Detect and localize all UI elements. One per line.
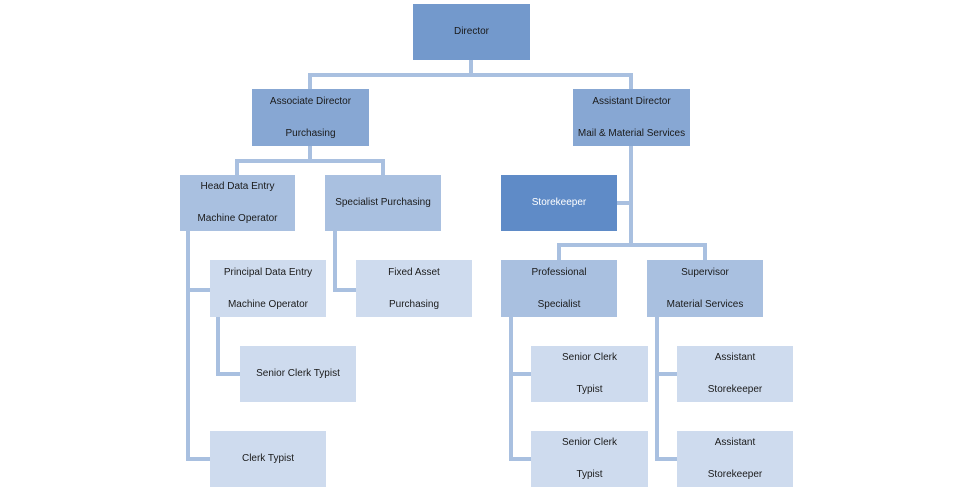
node-clerk-typist[interactable]: Clerk Typist [210, 431, 326, 487]
node-assistant-storekeeper-1[interactable]: Assistant Storekeeper [677, 346, 793, 402]
node-principal-data-entry[interactable]: Principal Data Entry Machine Operator [210, 260, 326, 317]
node-label: Machine Operator [197, 213, 278, 224]
node-label: Storekeeper [531, 197, 587, 208]
node-supervisor-material-services[interactable]: Supervisor Material Services [647, 260, 763, 317]
node-label: Director [453, 26, 489, 37]
node-label: Storekeeper [707, 469, 763, 480]
node-label: Head Data Entry [200, 181, 275, 192]
node-label: Supervisor [681, 266, 729, 278]
node-label: Principal Data Entry [223, 266, 313, 278]
node-label: Purchasing [388, 298, 440, 310]
node-label: Machine Operator [227, 298, 309, 310]
node-fixed-asset-purchasing[interactable]: Fixed Asset Purchasing [356, 260, 472, 317]
node-head-data-entry[interactable]: Head Data Entry Machine Operator [180, 175, 295, 231]
node-label: Typist [576, 384, 603, 395]
node-label: Storekeeper [707, 384, 763, 395]
node-label: Material Services [666, 298, 744, 310]
node-label: Assistant Director [592, 95, 671, 107]
node-specialist-purchasing[interactable]: Specialist Purchasing [325, 175, 441, 231]
node-label: Specialist [537, 298, 581, 310]
node-label: Senior Clerk Typist [256, 368, 340, 379]
node-senior-clerk-typist-left[interactable]: Senior Clerk Typist [240, 346, 356, 402]
node-senior-clerk-typist-2[interactable]: Senior Clerk Typist [531, 431, 648, 487]
node-label: Clerk Typist [241, 453, 295, 464]
node-assistant-director[interactable]: Assistant Director Mail & Material Servi… [573, 89, 690, 146]
node-associate-director[interactable]: Associate Director Purchasing [252, 89, 369, 146]
node-professional-specialist[interactable]: Professional Specialist [501, 260, 617, 317]
node-label: Senior Clerk [561, 352, 618, 363]
node-assistant-storekeeper-2[interactable]: Assistant Storekeeper [677, 431, 793, 487]
node-label: Fixed Asset [388, 266, 440, 278]
node-label: Senior Clerk [561, 437, 618, 448]
node-label: Specialist Purchasing [335, 197, 431, 208]
node-label: Mail & Material Services [577, 127, 686, 139]
node-label: Typist [576, 469, 603, 480]
node-label: Purchasing [285, 127, 336, 139]
node-label: Assistant [714, 352, 756, 363]
node-label: Assistant [714, 437, 756, 448]
node-storekeeper[interactable]: Storekeeper [501, 175, 617, 231]
node-director[interactable]: Director [413, 4, 530, 60]
node-senior-clerk-typist-1[interactable]: Senior Clerk Typist [531, 346, 648, 402]
node-label: Associate Director [269, 95, 352, 107]
node-label: Professional [531, 266, 587, 278]
